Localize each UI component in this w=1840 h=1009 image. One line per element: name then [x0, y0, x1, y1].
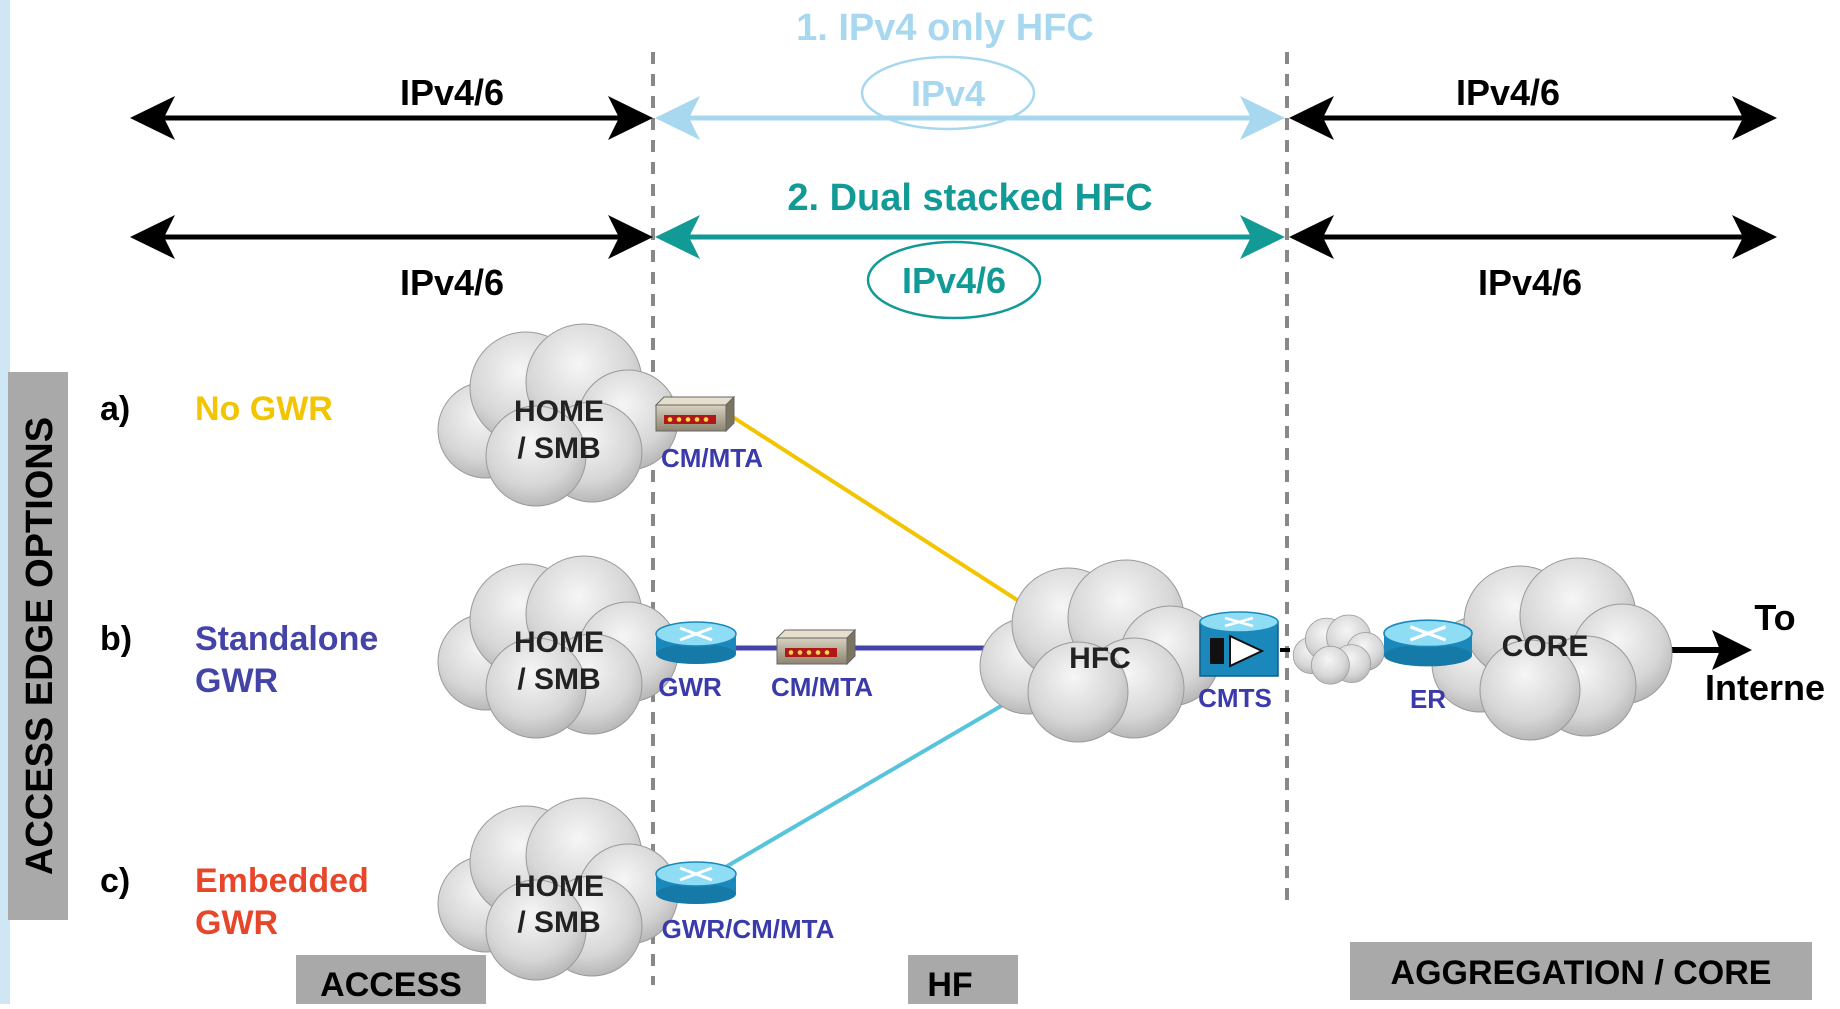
hfc-cloud-label: HFC: [1069, 642, 1131, 675]
home-cloud-b-line1: HOME: [514, 626, 604, 659]
gwr-b-icon: [654, 620, 738, 666]
er-router-icon: [1382, 618, 1474, 669]
cmts-label: CMTS: [1198, 683, 1272, 713]
row1-middle-ellipse: [860, 55, 1036, 131]
row2-left-arrow: [130, 215, 653, 259]
row2-right-label: IPv4/6: [1478, 262, 1582, 303]
internet-label-line1: To: [1754, 597, 1795, 638]
row2-middle-ellipse: [866, 240, 1042, 320]
side-title: ACCESS EDGE OPTIONS: [19, 417, 61, 875]
cm-mta-b-label: CM/MTA: [771, 672, 873, 702]
home-cloud-b-line2: / SMB: [517, 663, 600, 696]
access-tag: ACCESS: [320, 966, 462, 1004]
row2-middle-arrow: [655, 215, 1285, 259]
access-tag-box: [296, 955, 486, 1004]
row1-middle-arrow: [655, 96, 1285, 140]
left-edge-strip: [0, 0, 10, 1004]
row1-middle-label: IPv4: [911, 73, 985, 114]
internet-label-line2: Interne: [1705, 667, 1825, 708]
cm-mta-a-label: CM/MTA: [661, 443, 763, 473]
cmts-icon: [1199, 611, 1279, 677]
gwr-cm-mta-c-label: GWR/CM/MTA: [662, 914, 835, 944]
gwr-b-label: GWR: [658, 672, 722, 702]
aggregation-cloud: [1292, 614, 1385, 685]
option-b-name-line2: GWR: [195, 662, 278, 700]
cm-mta-a-icon: [655, 396, 735, 432]
hf-tag-box: [908, 955, 1018, 1004]
row2-left-label: IPv4/6: [400, 262, 504, 303]
aggregation-tag-box: [1350, 942, 1812, 1000]
link-c-to-hfc: [698, 690, 1027, 884]
gwr-cm-mta-c-icon: [654, 860, 738, 906]
row1-left-arrow: [130, 96, 653, 140]
row1-title: 1. IPv4 only HFC: [796, 7, 1094, 49]
home-cloud-a-line2: / SMB: [517, 432, 600, 465]
row1-right-arrow: [1289, 96, 1777, 140]
row2-title: 2. Dual stacked HFC: [787, 177, 1152, 219]
option-a-letter: a): [100, 390, 130, 428]
option-c-name-line1: Embedded: [195, 862, 369, 900]
option-c-letter: c): [100, 862, 130, 900]
hf-tag: HF: [927, 966, 972, 1004]
option-b-name-line1: Standalone: [195, 620, 378, 658]
option-b-letter: b): [100, 620, 132, 658]
cm-mta-b-icon: [776, 629, 856, 665]
row2-right-arrow: [1289, 215, 1777, 259]
row2-middle-label: IPv4/6: [902, 260, 1006, 301]
option-a-name: No GWR: [195, 390, 333, 428]
link-a-to-hfc: [723, 410, 1027, 607]
home-cloud-a-line1: HOME: [514, 395, 604, 428]
core-cloud-label: CORE: [1502, 630, 1589, 663]
er-label: ER: [1410, 684, 1446, 714]
aggregation-tag: AGGREGATION / CORE: [1391, 954, 1772, 992]
home-cloud-c-line1: HOME: [514, 870, 604, 903]
option-c-name-line2: GWR: [195, 904, 278, 942]
home-cloud-c-line2: / SMB: [517, 906, 600, 939]
row1-right-label: IPv4/6: [1456, 72, 1560, 113]
side-title-box: [8, 372, 68, 920]
row1-left-label: IPv4/6: [400, 72, 504, 113]
